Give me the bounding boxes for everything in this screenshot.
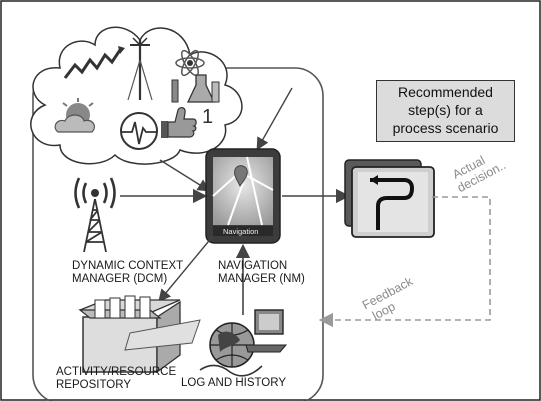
radio-tower-icon — [74, 177, 116, 253]
log-history-label: LOG AND HISTORY — [181, 377, 287, 389]
chart-trend-icon — [63, 46, 125, 79]
nm-to-repository-arrow — [158, 235, 214, 303]
thumbs-count: 1 — [202, 106, 213, 128]
repository-label: ACTIVITY/RESOURCE REPOSITORY — [56, 366, 176, 392]
recommended-line-1: Recommended — [398, 84, 493, 100]
science-icon — [171, 49, 220, 103]
repository-label-line-1: ACTIVITY/RESOURCE — [56, 366, 177, 378]
repository-label-line-2: REPOSITORY — [56, 379, 131, 391]
nm-label: NAVIGATION MANAGER (NM) — [218, 260, 305, 286]
recommended-line-2: step(s) for a — [408, 102, 483, 118]
cloud-to-nm-arrow-1 — [159, 159, 211, 192]
route-map-icon — [344, 159, 435, 238]
navigation-device-icon — [205, 148, 281, 244]
cloud-to-nm-arrow-2 — [256, 87, 293, 151]
heartbeat-icon — [120, 112, 158, 150]
file-box-icon — [78, 295, 201, 374]
dcm-label-line-2: MANAGER (DCM) — [72, 273, 168, 285]
device-screen-label: Navigation — [223, 227, 258, 236]
weather-icon — [54, 98, 96, 133]
nm-label-line-1: NAVIGATION — [218, 260, 288, 272]
nm-label-line-2: MANAGER (NM) — [218, 273, 305, 285]
recommended-line-3: process scenario — [392, 120, 499, 136]
recommended-steps-box: Recommended step(s) for a process scenar… — [376, 80, 515, 142]
dcm-label: DYNAMIC CONTEXT MANAGER (DCM) — [72, 260, 183, 286]
feedback-loop-path — [318, 196, 491, 328]
globe-computer-icon — [199, 309, 288, 377]
dcm-label-line-1: DYNAMIC CONTEXT — [72, 260, 184, 272]
antenna-icon — [127, 37, 153, 101]
thumbs-up-icon — [161, 107, 197, 138]
